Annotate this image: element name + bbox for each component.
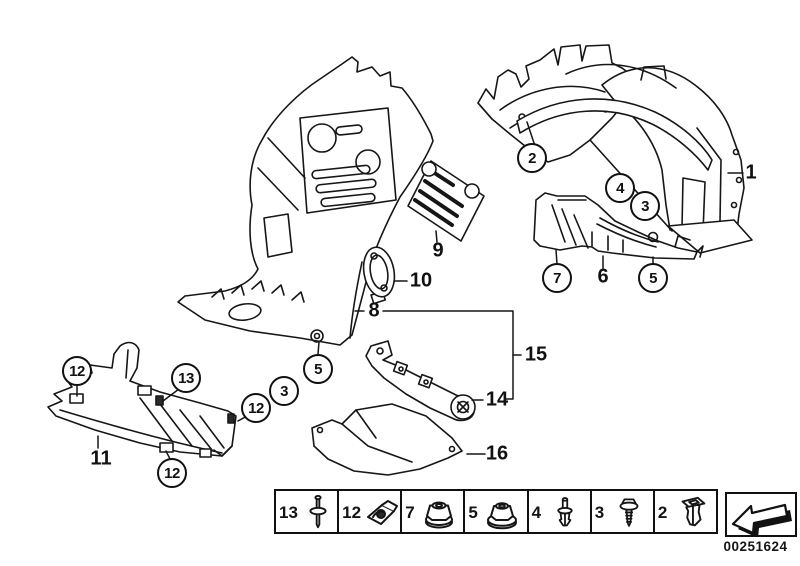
callout-8[interactable]: 8	[368, 299, 380, 322]
callout-10[interactable]: 10	[409, 269, 433, 292]
flange-nut-washer-icon	[478, 492, 527, 532]
leader-lines	[76, 121, 744, 460]
legend-item-3[interactable]: 3	[589, 491, 653, 532]
direction-arrow-box	[725, 492, 797, 538]
callout-6[interactable]: 6	[597, 265, 609, 288]
expanding-nut-icon	[667, 492, 716, 532]
callout-1[interactable]: 1	[745, 161, 757, 184]
direction-arrow-icon	[731, 503, 792, 538]
legend-item-number: 12	[342, 503, 362, 522]
callout-11[interactable]: 11	[90, 447, 112, 470]
expansion-rivet-icon	[541, 492, 590, 532]
callout-15[interactable]: 15	[524, 343, 548, 366]
part-grommet-10	[362, 246, 396, 298]
callout-7[interactable]: 7	[542, 263, 572, 293]
callout-14[interactable]: 14	[485, 388, 509, 411]
callout-12[interactable]: 12	[241, 393, 271, 423]
callout-5[interactable]: 5	[303, 354, 333, 384]
callout-12[interactable]: 12	[157, 458, 187, 488]
legend-item-2[interactable]: 2	[652, 491, 716, 532]
callout-16[interactable]: 16	[485, 442, 509, 465]
document-number: 00251624	[723, 539, 788, 554]
fastener-legend: 13 12 7 5 4 3 2	[274, 489, 718, 534]
legend-item-number: 7	[405, 503, 415, 522]
callout-3[interactable]: 3	[269, 376, 299, 406]
legend-item-number: 4	[531, 503, 542, 522]
push-pin-rivet-icon	[298, 492, 337, 532]
legend-item-number: 2	[657, 503, 668, 522]
flange-nut-icon	[415, 492, 464, 532]
washer-screw-icon	[604, 492, 653, 532]
callout-2[interactable]: 2	[517, 143, 547, 173]
part-bracket-9	[407, 160, 485, 242]
part-fender-liner-main	[177, 56, 434, 346]
legend-item-5[interactable]: 5	[463, 491, 527, 532]
callout-13[interactable]: 13	[171, 363, 201, 393]
part-cover-16	[311, 403, 463, 476]
part-lower-front-section	[533, 192, 704, 260]
legend-item-13[interactable]: 13	[276, 491, 338, 532]
legend-item-4[interactable]: 4	[526, 491, 590, 532]
callout-4[interactable]: 4	[605, 173, 635, 203]
part-support-bracket-14	[365, 340, 476, 422]
callout-3[interactable]: 3	[630, 191, 660, 221]
legend-item-number: 13	[279, 503, 298, 522]
callout-9[interactable]: 9	[432, 239, 444, 262]
callout-5[interactable]: 5	[638, 263, 668, 293]
callout-12[interactable]: 12	[62, 356, 92, 386]
legend-item-number: 3	[594, 503, 605, 522]
legend-item-7[interactable]: 7	[400, 491, 464, 532]
spring-clamp-icon	[361, 492, 400, 532]
legend-item-12[interactable]: 12	[337, 491, 401, 532]
legend-item-number: 5	[468, 503, 478, 522]
